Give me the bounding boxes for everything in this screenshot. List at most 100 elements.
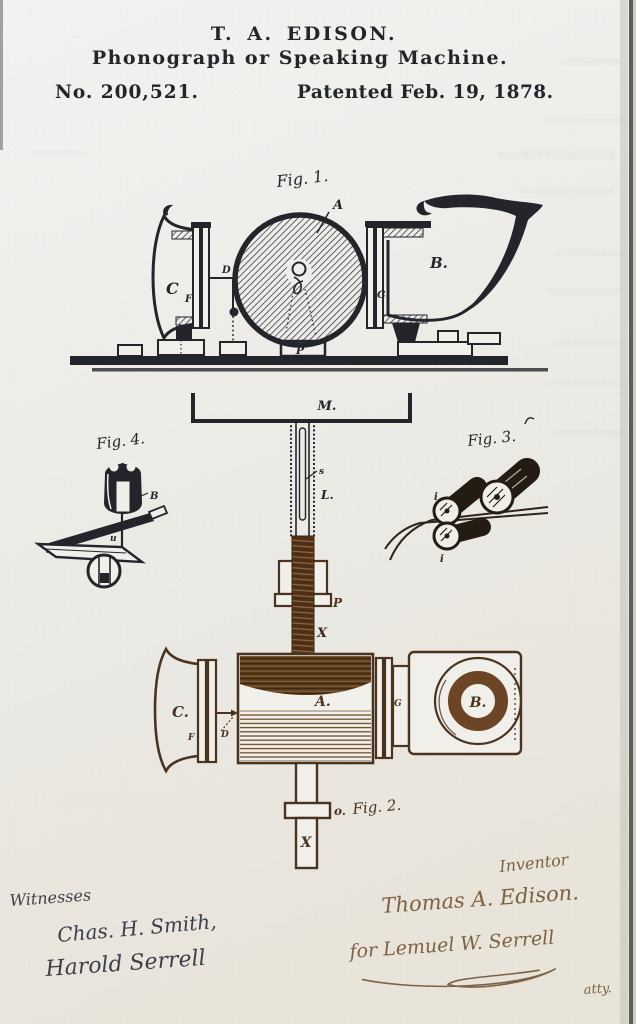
fig1-mouthpiece [151,212,198,342]
support-label-M: M. [317,399,337,414]
fig2-cylinder-darkband [240,656,371,696]
support-bracket-and-screw: M. s L. P X [191,393,412,657]
fig2-label-F: F [187,733,195,743]
fig3-label-i-upper: i [434,492,438,503]
fig3-caption: Fig. 3. [466,427,517,450]
fig1-left-foot [117,344,143,357]
fig3-roller-mid-axle [444,508,450,514]
fig2-bearing-arc [438,679,457,736]
fig4-cup-highlight [106,473,112,510]
right-outer-edge [633,0,636,1024]
tube-tick [305,470,318,480]
fig4-cup-scallop-left [109,462,119,472]
signature-flourish [361,967,557,988]
fig3-wire-lower [384,512,549,550]
fig4-lever [42,513,154,553]
fig1-horn-support-hatch [382,314,428,324]
fig1-horn-ledge-hatch [382,227,424,238]
fig3-caption-flourish [524,417,535,425]
fig1-hub-dotted-left [285,286,295,333]
fig2-diaphragm-bar1 [196,658,208,764]
fig2-bearing-circle [433,656,523,746]
bleed-through-texture [498,58,625,436]
fig1-right-connector [362,272,368,282]
fig4-roller-slot-fill [100,573,109,583]
fig4-cup-slot [115,480,131,513]
fig2-label-G: G [394,699,402,709]
patent-title-line: Phonograph or Speaking Machine. [92,47,508,69]
patent-name-line: T. A. EDISON. [211,23,397,45]
fig1-right-bar2 [375,226,384,329]
fig1-link-foot [219,341,247,356]
fig2-label-X: X [300,835,313,851]
fig1-baseplate [70,356,508,365]
figure-2: C. F D A. G B. o. Fig. 2. X [153,646,523,870]
fig1-horn-support-wedge [392,323,420,342]
fig1-label-C: C [166,279,179,298]
fig2-label-o: o. [334,804,346,818]
fig2-stylus-dashed [220,716,234,732]
fig1-horn-ledge [383,221,431,228]
fig4-blade [34,542,146,564]
fig2-flange-bar2 [383,656,394,760]
fig1-label-F: F [184,294,193,305]
fig3-label-i-lower: i [440,554,444,565]
fig4-blade-line [45,548,127,554]
figure-3: Fig. 3. i i [384,417,549,565]
fig1-label-P: P [295,344,305,357]
fig1-horn-base [397,341,473,357]
fig4-label-B: B [149,491,158,502]
fig1-base-right-step [467,332,501,345]
fig4-caption: Fig. 4. [94,429,145,453]
fig4-label-u: u [110,534,117,544]
fig2-cylinder-stripes [240,712,371,761]
left-edge-shadow [0,0,3,150]
fig3-roller-lower-axle [444,533,450,539]
fig1-label-A-leader [316,211,330,234]
fig1-diaphragm-bar1 [192,226,201,329]
fig1-label-D: D [221,265,231,276]
patent-number: No. 200,521. [55,82,199,103]
fig2-label-A: A. [313,694,331,710]
fig3-wire-upper [389,506,549,561]
figure-4: Fig. 4. B u [34,429,169,589]
fig1-diaphragm-tie [191,222,211,228]
fig1-label-B: B. [429,254,448,272]
fig3-roller-big-hatch [504,468,528,490]
fig4-lever-tip [147,504,169,521]
fig2-funnel [153,646,199,774]
fig1-baseplate-shadow [92,368,548,372]
fig1-horn-dark-rim [424,194,543,314]
right-edge-shade [620,0,628,1024]
right-page-edge [629,0,633,1024]
fig4-roller [86,553,122,589]
support-label-X: X [316,626,328,641]
fig1-horn-base-block [437,330,459,343]
fig4-cup-nub [119,463,126,469]
attorney-title: atty. [583,981,612,998]
support-label-s: s [319,467,324,477]
fig4-cup-scallop-right [126,462,136,472]
fig2-caption: Fig. 2. [351,796,402,818]
support-label-L: L. [320,488,334,502]
fig1-stylus-tip [229,307,239,317]
screw-nut-right [311,559,329,596]
fig2-diaphragm-bar2 [206,658,218,764]
fig1-stylus-link [209,277,234,308]
fig2-crossbar [283,801,332,820]
support-label-P: P [332,596,343,610]
fig1-right-tie [365,221,387,227]
fig2-label-C: C. [172,703,189,721]
fig1-mouthpiece-foot [176,326,192,340]
fig3-roller-big-axle [494,494,500,500]
fig1-mouthpiece-hook [163,204,173,216]
tube-slot [298,427,307,521]
fig1-diaphragm-bar2 [201,226,210,329]
figure-1: Fig. 1. P A C F D [70,166,548,372]
fig2-shaft-upper [294,761,319,807]
fig1-hub-ring [291,261,307,277]
fig1-horn-curl [416,201,432,216]
fig2-label-D: D [220,730,229,740]
